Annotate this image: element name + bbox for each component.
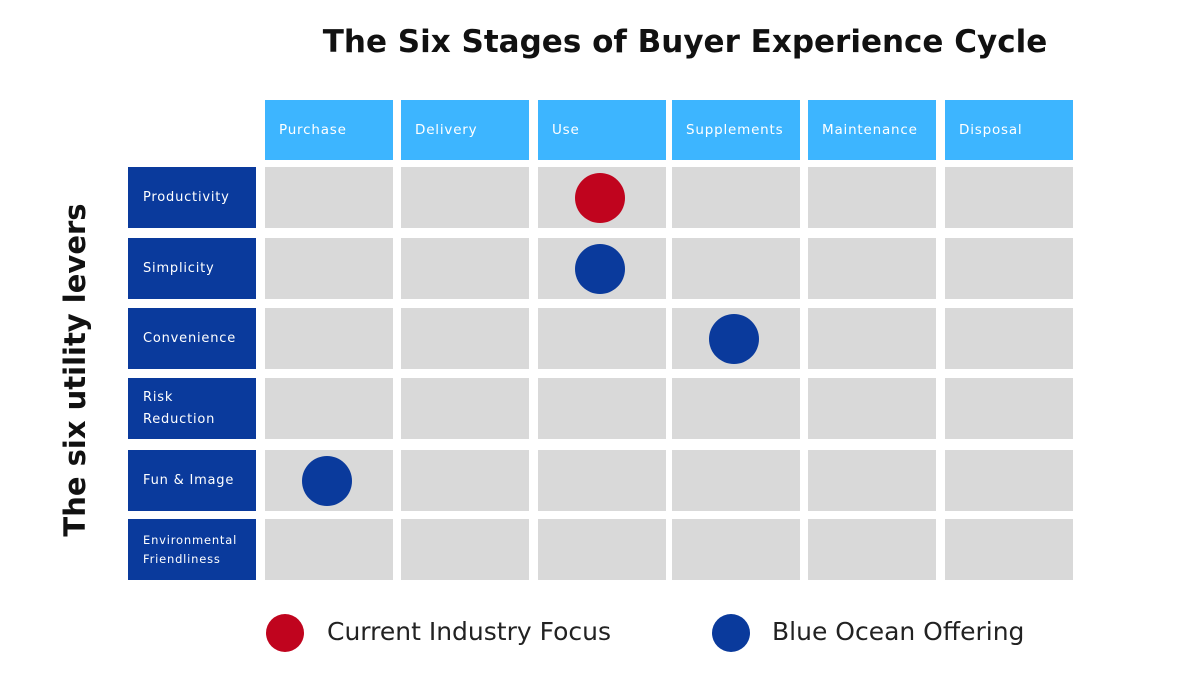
cell-convenience-maintenance <box>808 308 936 369</box>
cell-risk-reduction-supplements <box>672 378 800 439</box>
cell-risk-reduction-maintenance <box>808 378 936 439</box>
cell-productivity-delivery <box>401 167 529 228</box>
cell-convenience-purchase <box>265 308 393 369</box>
legend-current-label: Current Industry Focus <box>327 617 612 646</box>
cell-environmental-friendliness-disposal <box>945 519 1073 580</box>
cell-fun-image-supplements <box>672 450 800 511</box>
lever-header-convenience: Convenience <box>128 308 256 369</box>
cell-environmental-friendliness-delivery <box>401 519 529 580</box>
stage-header-maintenance: Maintenance <box>808 100 936 160</box>
cell-convenience-use <box>538 308 666 369</box>
lever-header-environmental-friendliness: Environmental Friendliness <box>128 519 256 580</box>
stage-header-purchase: Purchase <box>265 100 393 160</box>
cell-simplicity-supplements <box>672 238 800 299</box>
blue-ocean-marker-fun-image-purchase <box>302 455 352 506</box>
stage-header-delivery: Delivery <box>401 100 529 160</box>
stage-header-disposal: Disposal <box>945 100 1073 160</box>
cell-simplicity-delivery <box>401 238 529 299</box>
blue-ocean-marker-simplicity-use <box>575 243 625 294</box>
cell-fun-image-maintenance <box>808 450 936 511</box>
legend-blue-marker <box>712 614 750 652</box>
lever-header-risk-reduction: Risk Reduction <box>128 378 256 439</box>
cell-convenience-delivery <box>401 308 529 369</box>
stage-header-use: Use <box>538 100 666 160</box>
cell-simplicity-maintenance <box>808 238 936 299</box>
cell-productivity-disposal <box>945 167 1073 228</box>
cell-risk-reduction-use <box>538 378 666 439</box>
cell-environmental-friendliness-maintenance <box>808 519 936 580</box>
legend-blue-label: Blue Ocean Offering <box>772 617 1025 646</box>
cell-productivity-supplements <box>672 167 800 228</box>
cell-fun-image-use <box>538 450 666 511</box>
cell-environmental-friendliness-purchase <box>265 519 393 580</box>
cell-risk-reduction-disposal <box>945 378 1073 439</box>
cell-simplicity-disposal <box>945 238 1073 299</box>
y-axis-label: The six utility levers <box>58 203 92 537</box>
lever-header-productivity: Productivity <box>128 167 256 228</box>
cell-environmental-friendliness-supplements <box>672 519 800 580</box>
lever-header-simplicity: Simplicity <box>128 238 256 299</box>
current-focus-marker-productivity-use <box>575 172 625 223</box>
diagram-title: The Six Stages of Buyer Experience Cycle <box>322 24 1048 60</box>
cell-simplicity-purchase <box>265 238 393 299</box>
cell-fun-image-disposal <box>945 450 1073 511</box>
cell-risk-reduction-purchase <box>265 378 393 439</box>
cell-productivity-maintenance <box>808 167 936 228</box>
cell-risk-reduction-delivery <box>401 378 529 439</box>
stage-header-supplements: Supplements <box>672 100 800 160</box>
lever-header-fun-image: Fun & Image <box>128 450 256 511</box>
legend-current-marker <box>266 614 304 652</box>
blue-ocean-marker-convenience-supplements <box>709 313 759 364</box>
cell-convenience-disposal <box>945 308 1073 369</box>
cell-environmental-friendliness-use <box>538 519 666 580</box>
cell-productivity-purchase <box>265 167 393 228</box>
cell-fun-image-delivery <box>401 450 529 511</box>
